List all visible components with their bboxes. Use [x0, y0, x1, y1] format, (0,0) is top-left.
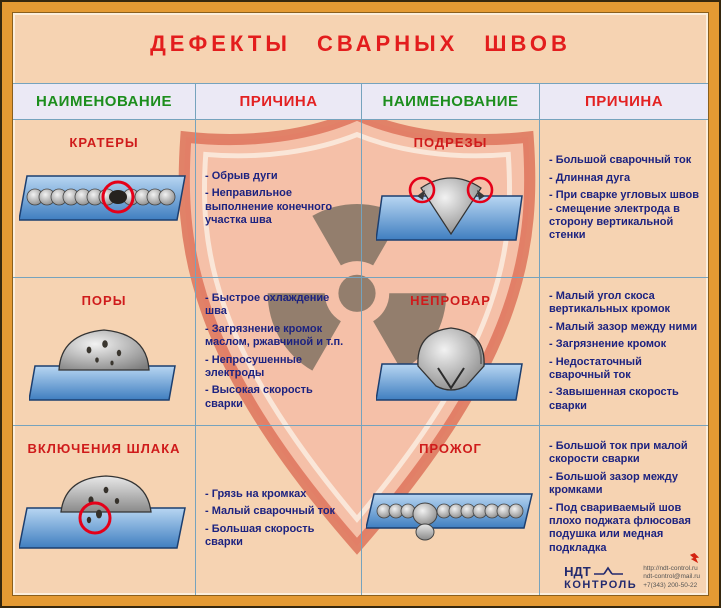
burn-through-illustration — [365, 493, 533, 541]
cell-burn-through-causes: - Большой ток при малой скорости сварки … — [540, 426, 708, 595]
undercuts-illustration — [375, 176, 523, 241]
cell-slag-inclusions-causes: - Грязь на кромках - Малый сварочный ток… — [196, 426, 362, 595]
defect-name-slag-inclusions: ВКЛЮЧЕНИЯ ШЛАКА — [27, 441, 181, 456]
brand-block: НДТ КОНТРОЛЬ — [564, 564, 637, 591]
defect-name-undercuts: ПОДРЕЗЫ — [413, 135, 488, 150]
craters-illustration — [19, 175, 186, 221]
ndt-control-logo: НДТ КОНТРОЛЬ http://ndt-control.ru ndt-c… — [564, 552, 700, 591]
cause-line: - Малый угол скоса вертикальных кромок — [549, 289, 671, 316]
cause-line: - Большой зазор между кромками — [549, 470, 678, 497]
defects-table: НАИМЕНОВАНИЕ ПРИЧИНА НАИМЕНОВАНИЕ ПРИЧИН… — [13, 83, 708, 595]
cell-craters-causes: - Обрыв дуги - Неправильное выполнение к… — [196, 120, 362, 278]
cell-undercuts-name: ПОДРЕЗЫ — [362, 120, 540, 278]
cause-line: - Завышенная скорость сварки — [549, 386, 679, 412]
defect-name-lack-of-fusion: НЕПРОВАР — [410, 293, 491, 308]
contact-block: http://ndt-control.ru ndt-control@mail.r… — [643, 552, 700, 591]
header-cause-left: ПРИЧИНА — [196, 84, 362, 120]
poster-content: ДЕФЕКТЫ СВАРНЫХ ШВОВ НАИМЕНОВАНИЕ ПРИЧИН… — [13, 13, 708, 595]
cause-line: - Высокая скорость сварки — [205, 384, 313, 410]
cell-craters-name: КРАТЕРЫ — [13, 120, 196, 278]
slag-inclusions-illustration — [19, 475, 186, 549]
cause-line: - Загрязнение кромок маслом, ржавчиной и… — [205, 322, 344, 349]
cause-line: - Малый сварочный ток — [205, 505, 336, 518]
cause-line: - Большой сварочный ток — [549, 154, 692, 167]
defect-name-pores: ПОРЫ — [81, 293, 127, 308]
contact-url: http://ndt-control.ru — [643, 564, 698, 572]
cell-lack-of-fusion-causes: - Малый угол скоса вертикальных кромок -… — [540, 278, 708, 426]
page-title: ДЕФЕКТЫ СВАРНЫХ ШВОВ — [150, 31, 571, 56]
cause-line: - Длинная дуга — [549, 171, 631, 184]
pores-illustration — [29, 329, 176, 401]
cause-line: - При сварке угловых швов - смещение эле… — [549, 189, 699, 242]
cause-line: - Недостаточный сварочный ток — [549, 355, 642, 381]
cell-pores-causes: - Быстрое охлаждение шва - Загрязнение к… — [196, 278, 362, 426]
weld-joint-icon — [593, 566, 623, 575]
cause-line: - Непросушенные электроды — [205, 353, 303, 379]
cause-line: - Грязь на кромках — [205, 487, 307, 500]
header-name-left: НАИМЕНОВАНИЕ — [13, 84, 196, 120]
cause-line: - Неправильное выполнение конечного учас… — [205, 187, 333, 226]
cell-lack-of-fusion-name: НЕПРОВАР — [362, 278, 540, 426]
cell-burn-through-name: ПРОЖОГ — [362, 426, 540, 595]
header-name-right: НАИМЕНОВАНИЕ — [362, 84, 540, 120]
defect-name-burn-through: ПРОЖОГ — [419, 441, 482, 456]
cell-pores-name: ПОРЫ — [13, 278, 196, 426]
defect-name-craters: КРАТЕРЫ — [69, 135, 139, 150]
flame-icon — [689, 552, 700, 563]
cause-line: - Быстрое охлаждение шва — [205, 291, 330, 318]
brand-name-bottom: КОНТРОЛЬ — [564, 579, 638, 591]
cause-line: - Малый зазор между ними — [549, 320, 698, 333]
brand-name-top: НДТ — [564, 564, 591, 579]
cell-slag-inclusions-name: ВКЛЮЧЕНИЯ ШЛАКА — [13, 426, 196, 595]
contact-email: ndt-control@mail.ru — [643, 573, 700, 581]
cause-line: - Под свариваемый шов плохо поджата флюс… — [549, 501, 691, 554]
header-cause-right: ПРИЧИНА — [540, 84, 708, 120]
cause-line: - Обрыв дуги — [205, 169, 278, 182]
contact-phone: +7(343) 200-50-22 — [643, 582, 698, 590]
lack-of-fusion-illustration — [375, 327, 523, 401]
cause-line: - Большая скорость сварки — [205, 522, 315, 549]
cause-line: - Загрязнение кромок — [549, 338, 667, 351]
cell-undercuts-causes: - Большой сварочный ток - Длинная дуга -… — [540, 120, 708, 278]
cause-line: - Большой ток при малой скорости сварки — [549, 440, 688, 466]
